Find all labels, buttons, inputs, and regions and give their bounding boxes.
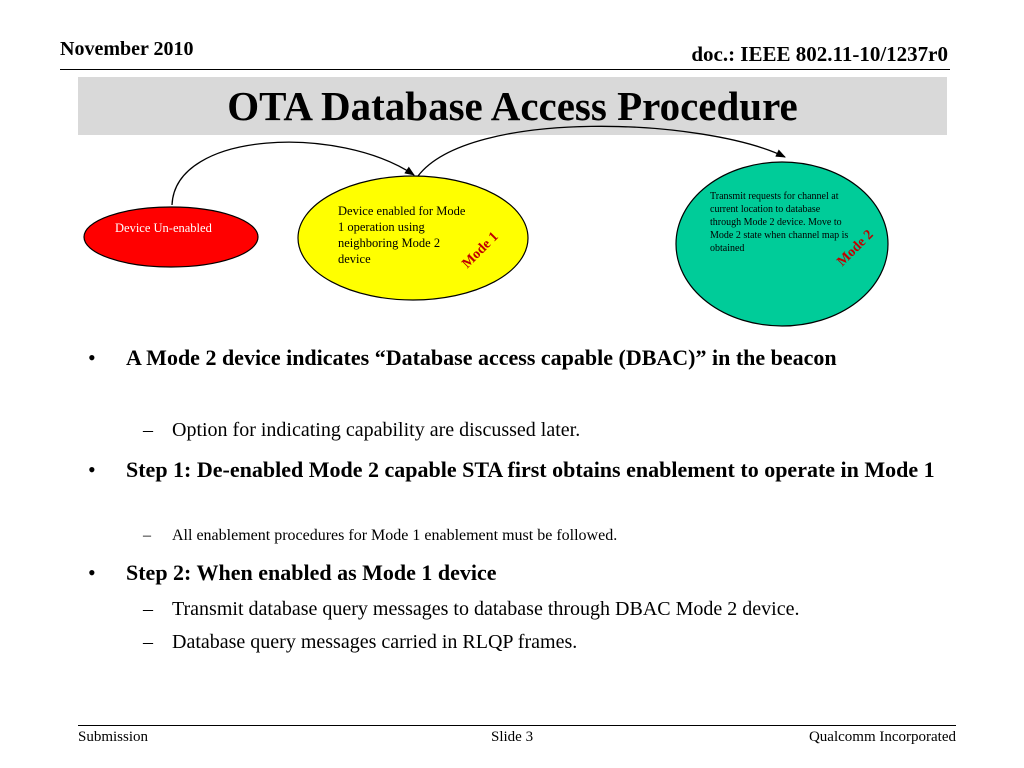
bullet-step1: Step 1: De-enabled Mode 2 capable STA fi…: [126, 457, 935, 482]
state-diagram: Device Un-enabled Device enabled for Mod…: [83, 125, 889, 327]
slide-title: OTA Database Access Procedure: [227, 82, 798, 129]
bullet-dbac: A Mode 2 device indicates “Database acce…: [126, 345, 837, 370]
state-mode1-shape: [297, 175, 529, 301]
transition-arrow-unenabled-to-mode1: [171, 141, 415, 206]
title-band: OTA Database Access Procedure: [78, 77, 947, 135]
bullet-step2: Step 2: When enabled as Mode 1 device: [126, 560, 497, 585]
footer-company: Qualcomm Incorporated: [808, 729, 956, 745]
footer-submission: Submission: [78, 729, 149, 745]
sub-bullet-query-messages: Transmit database query messages to data…: [172, 598, 800, 620]
state-mode2-label: Transmit requests for channel at current…: [710, 191, 849, 254]
transition-arrow-mode1-to-mode2: [417, 125, 786, 177]
header-doc-id: doc.: IEEE 802.11-10/1237r0: [691, 42, 948, 66]
header-date: November 2010: [60, 38, 194, 60]
sub-bullet-marker: –: [143, 598, 153, 620]
bullet-marker: •: [88, 560, 96, 585]
bullet-marker: •: [88, 345, 96, 370]
state-mode2-shape: [675, 161, 889, 327]
sub-bullet-rlqp: Database query messages carried in RLQP …: [172, 631, 578, 653]
sub-bullet-capability: Option for indicating capability are dis…: [172, 419, 581, 441]
sub-bullet-enablement: All enablement procedures for Mode 1 ena…: [172, 527, 618, 544]
state-unenabled-shape: [83, 206, 259, 268]
state-unenabled-label: Device Un-enabled: [115, 221, 212, 235]
sub-bullet-marker: –: [143, 419, 153, 441]
state-mode1-label: Device enabled for Mode 1 operation usin…: [338, 204, 466, 266]
header-divider: [60, 69, 950, 70]
sub-bullet-marker: –: [143, 527, 151, 544]
state-mode1: Device enabled for Mode 1 operation usin…: [297, 175, 529, 301]
sub-bullet-marker: –: [143, 631, 153, 653]
bullet-marker: •: [88, 457, 96, 482]
state-unenabled: Device Un-enabled: [83, 206, 259, 268]
state-mode2: Transmit requests for channel at current…: [675, 161, 889, 327]
footer-divider: [78, 725, 956, 726]
footer-slide-number: Slide 3: [491, 729, 534, 745]
